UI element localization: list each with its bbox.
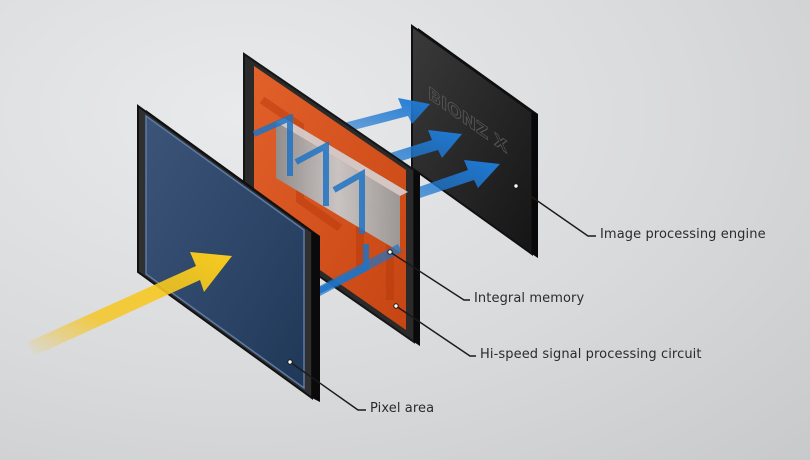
- integral-memory: [252, 113, 408, 303]
- label-image-processing-engine: Image processing engine: [600, 227, 766, 242]
- leader-signal-processing-circuit: [395, 305, 476, 357]
- light-arrow: [28, 252, 232, 356]
- label-pixel-area: Pixel area: [370, 401, 435, 416]
- pixel-area: [137, 104, 320, 402]
- leader-dots: [287, 183, 519, 365]
- label-signal-processing-circuit: Hi-speed signal processing circuit: [480, 347, 702, 362]
- label-integral-memory: Integral memory: [474, 291, 585, 306]
- leader-image-processing-engine: [515, 185, 596, 237]
- leader-lines: [289, 185, 596, 411]
- leader-pixel-area: [289, 361, 366, 411]
- leader-integral-memory: [389, 251, 470, 301]
